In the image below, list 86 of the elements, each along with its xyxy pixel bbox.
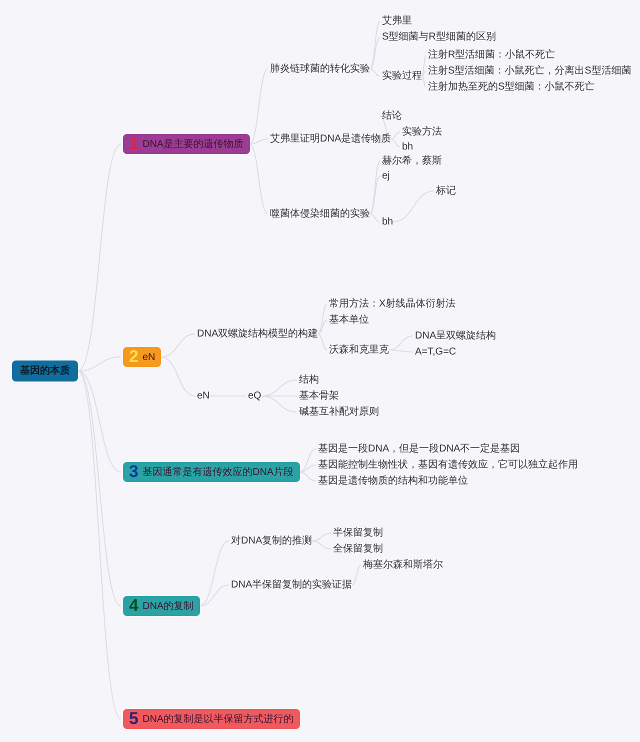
connector-line <box>160 356 196 396</box>
branch-topic-box <box>123 462 300 482</box>
connector-line <box>392 190 434 222</box>
connector-line <box>318 304 328 334</box>
topic-text: 结论 <box>382 110 402 122</box>
branch-title: eN <box>142 350 156 364</box>
topic-text: eN <box>197 390 210 402</box>
branch-number: 5 <box>129 710 138 728</box>
branch-topic-box <box>123 347 162 367</box>
topic-text: 基因是遗传物质的结构和功能单位 <box>318 474 468 488</box>
connector-line <box>318 320 328 334</box>
connector-line <box>299 472 316 482</box>
branch-number: 2 <box>129 348 138 366</box>
connector-line <box>299 448 316 472</box>
branch-number: 3 <box>129 463 138 481</box>
topic-text: 对DNA复制的推测 <box>231 534 312 548</box>
connector-line <box>249 138 268 144</box>
connector-line <box>422 76 426 88</box>
connector-line <box>78 370 122 720</box>
root-topic-box: 基因的本质 <box>12 360 78 382</box>
connector-line <box>249 68 268 144</box>
connector-line <box>370 160 380 214</box>
connector-line <box>199 540 230 606</box>
topic-text: 基因能控制生物性状，基因有遗传效应，它可以独立起作用 <box>318 458 578 472</box>
topic-text: 半保留复制 <box>333 526 383 540</box>
connector-line <box>370 214 380 222</box>
topic-text: 注射S型活细菌：小鼠死亡，分离出S型活细菌 <box>428 64 632 78</box>
topic-text: ej <box>382 170 390 182</box>
topic-text: bh <box>382 216 394 228</box>
connector-line <box>318 334 328 350</box>
connector-line <box>370 20 380 70</box>
topic-text: 沃森和克里克 <box>329 344 389 356</box>
branch-topic-box <box>123 596 200 616</box>
topic-text: DNA双螺旋结构模型的构建 <box>197 328 318 340</box>
connector-line <box>160 334 196 358</box>
connector-line <box>370 176 380 214</box>
connector-line <box>422 54 426 76</box>
connector-line <box>422 70 426 76</box>
connector-line <box>312 532 332 542</box>
topic-text: 注射加热至死的S型细菌：小鼠不死亡 <box>428 80 595 94</box>
topic-text: 标记 <box>436 184 456 198</box>
topic-text: 赫尔希，蔡斯 <box>382 154 442 168</box>
topic-text: 基本单位 <box>329 314 369 326</box>
connector-line <box>370 36 380 70</box>
branch-topic-box <box>123 134 250 154</box>
branch-topic-box <box>123 709 300 729</box>
topic-text: 基因是一段DNA，但是一段DNA不一定是基因 <box>318 442 520 456</box>
connector-line <box>78 144 122 372</box>
topic-text: bh <box>402 140 414 154</box>
topic-text: 基本骨架 <box>299 390 339 402</box>
branch-title: 基因通常是有遗传效应的DNA片段 <box>142 466 294 480</box>
branch-title: DNA的复制是以半保留方式进行的 <box>142 712 294 726</box>
connector-line <box>370 68 380 76</box>
branch-number: 1 <box>129 135 138 153</box>
topic-text: 艾弗里 <box>382 14 412 28</box>
connector-line <box>78 356 122 372</box>
connector-line <box>390 138 400 148</box>
connector-line <box>390 132 400 140</box>
topic-text: 肺炎链球菌的转化实验 <box>270 62 370 76</box>
connector-line <box>299 464 316 472</box>
connector-line <box>199 584 230 606</box>
topic-text: 常用方法：X射线晶体衍射法 <box>329 298 456 310</box>
topic-text: DNA呈双螺旋结构 <box>415 330 496 342</box>
topic-text: 注射R型活细菌：小鼠不死亡 <box>428 48 556 62</box>
connector-line <box>78 370 122 606</box>
topic-text: 噬菌体侵染细菌的实验 <box>270 208 370 220</box>
branch-title: DNA是主要的遗传物质 <box>142 138 244 152</box>
topic-text: S型细菌与R型细菌的区别 <box>382 30 496 44</box>
topic-text: 实验方法 <box>402 126 442 138</box>
connector-line <box>380 116 392 140</box>
topic-text: 实验过程 <box>382 70 422 82</box>
topic-text: 碱基互补配对原则 <box>299 406 379 418</box>
topic-text: eQ <box>248 390 262 402</box>
connector-line <box>78 370 122 472</box>
branch-title: DNA的复制 <box>142 600 194 614</box>
topic-text: DNA半保留复制的实验证据 <box>231 578 352 592</box>
topic-text: A=T,G=C <box>415 346 456 358</box>
branch-number: 4 <box>129 597 138 615</box>
connector-line <box>312 540 332 550</box>
connector-line <box>388 336 414 350</box>
topic-text: 梅塞尔森和斯塔尔 <box>363 558 443 572</box>
connector-line <box>249 144 268 214</box>
topic-text: 艾弗里证明DNA是遗传物质 <box>270 132 392 146</box>
connector-line <box>352 564 362 586</box>
topic-text: 结构 <box>299 374 319 386</box>
topic-text: 全保留复制 <box>333 542 383 556</box>
